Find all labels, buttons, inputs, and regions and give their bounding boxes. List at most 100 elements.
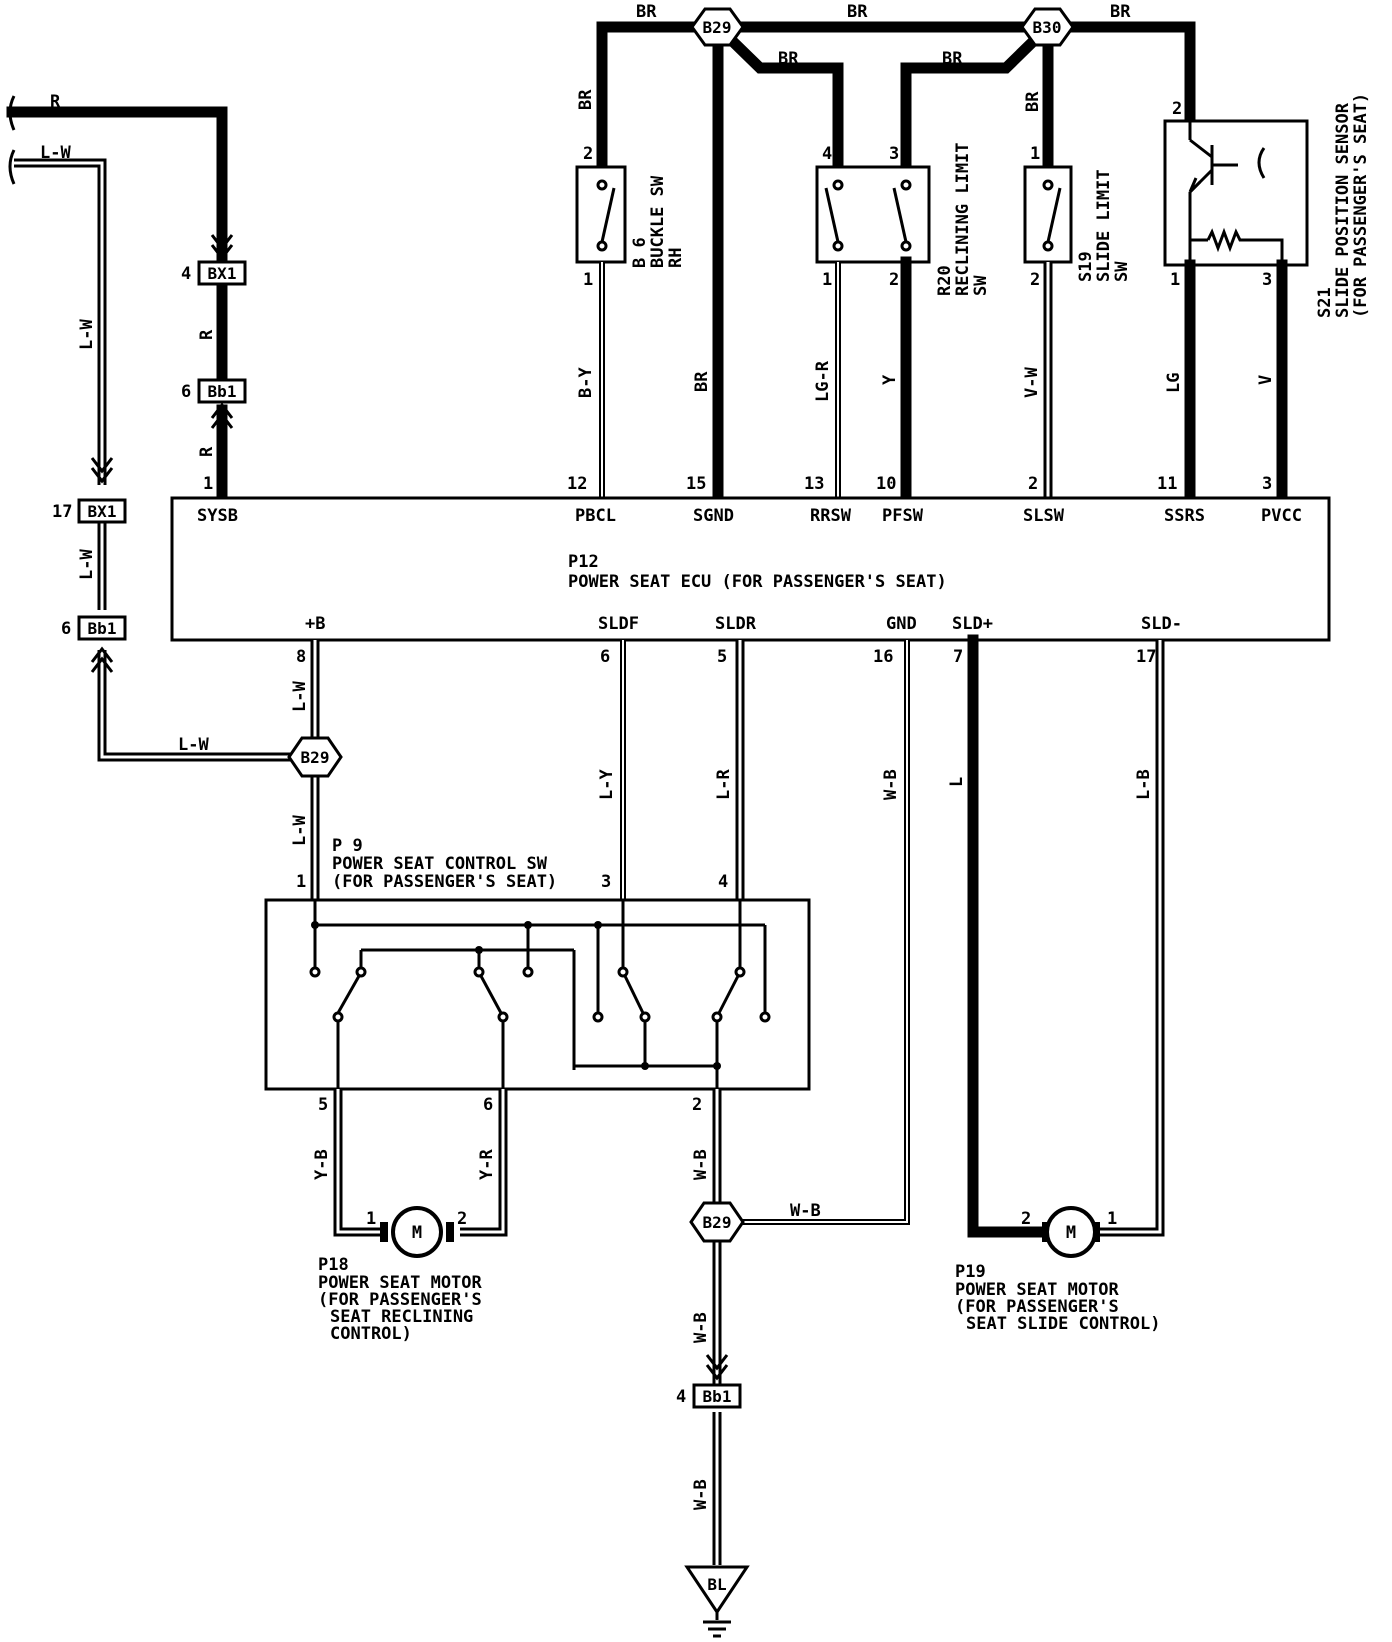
wire-label-r-3: R xyxy=(197,446,217,457)
svg-text:5: 5 xyxy=(717,647,727,667)
junction-b29-bottom: B29 xyxy=(689,1201,745,1243)
wire-label-y: Y xyxy=(880,374,900,385)
ecu-p12 xyxy=(170,496,1331,642)
junction-b30: B30 xyxy=(1020,7,1075,47)
p9-pin-4: 4 xyxy=(718,872,728,892)
wire-label-v: V xyxy=(1256,375,1276,385)
plug-arrow-4 xyxy=(90,646,114,673)
s21-line2: (FOR PASSENGER'S SEAT) xyxy=(1351,93,1371,318)
svg-text:4: 4 xyxy=(676,1387,686,1407)
reclining-limit-switch-r20: 4 3 1 2 xyxy=(815,144,931,290)
p9-pin-1: 1 xyxy=(296,872,306,892)
p19-id: P19 xyxy=(955,1262,986,1282)
wire-yr xyxy=(460,1089,508,1237)
svg-text:8: 8 xyxy=(296,647,306,667)
wire-label-lw-1: L-W xyxy=(40,143,71,163)
svg-text:PVCC: PVCC xyxy=(1261,506,1302,526)
wire-label-wb-1: W-B xyxy=(881,769,901,800)
s19-line2: SW xyxy=(1112,261,1132,282)
wire-label-r-2: R xyxy=(197,329,217,340)
wire-label-br-6: BR xyxy=(576,89,596,110)
svg-text:Bb1: Bb1 xyxy=(703,1387,732,1406)
connector-bb1-lw: Bb1 6 xyxy=(61,615,127,641)
wire-l xyxy=(967,634,1056,1238)
svg-text:B29: B29 xyxy=(703,1213,732,1232)
p9-pin-5: 5 xyxy=(318,1095,328,1115)
wire-wb-gnd xyxy=(735,640,910,1225)
wire-label-br-4: BR xyxy=(778,49,799,69)
wire-label-yb: Y-B xyxy=(312,1149,332,1180)
svg-text:B29: B29 xyxy=(301,748,330,767)
svg-text:SLD+: SLD+ xyxy=(952,614,993,634)
svg-text:SLDF: SLDF xyxy=(598,614,639,634)
wire-label-vw: V-W xyxy=(1022,367,1042,398)
svg-text:1: 1 xyxy=(203,474,213,494)
wire-label-lw-5: L-W xyxy=(290,681,310,712)
svg-text:10: 10 xyxy=(876,474,896,494)
svg-text:SGND: SGND xyxy=(693,506,734,526)
svg-text:1: 1 xyxy=(1170,270,1180,290)
p18-line1: POWER SEAT MOTOR xyxy=(318,1273,483,1293)
p9-pin-6: 6 xyxy=(483,1095,493,1115)
svg-text:B30: B30 xyxy=(1033,18,1062,37)
plug-arrow-3 xyxy=(90,457,114,484)
wire-label-lw-2: L-W xyxy=(77,319,97,350)
svg-text:6: 6 xyxy=(181,382,191,402)
svg-text:SSRS: SSRS xyxy=(1164,506,1205,526)
svg-text:GND: GND xyxy=(886,614,917,634)
svg-text:4: 4 xyxy=(181,264,191,284)
svg-text:1: 1 xyxy=(366,1209,376,1229)
wire-label-lgr: LG-R xyxy=(813,360,833,402)
wire-label-wb-5: W-B xyxy=(691,1479,711,1510)
wire-label-lb: L-B xyxy=(1134,769,1154,800)
wire-label-ly: L-Y xyxy=(597,769,617,800)
p19-line2: (FOR PASSENGER'S xyxy=(955,1297,1119,1317)
wire-label-wb-4: W-B xyxy=(691,1312,711,1343)
svg-text:17: 17 xyxy=(52,502,72,522)
svg-text:6: 6 xyxy=(600,647,610,667)
svg-text:2: 2 xyxy=(1028,474,1038,494)
svg-text:2: 2 xyxy=(457,1209,467,1229)
svg-text:17: 17 xyxy=(1136,647,1156,667)
motor-p18: M 1 2 xyxy=(366,1206,467,1258)
p9-pin-2: 2 xyxy=(692,1095,702,1115)
wire-label-yr: Y-R xyxy=(477,1149,497,1180)
wire-label-br-5: BR xyxy=(942,49,963,69)
s19-id: S19 xyxy=(1076,251,1096,282)
svg-text:PFSW: PFSW xyxy=(882,506,924,526)
slide-position-sensor-s21: 2 1 3 xyxy=(1163,99,1309,290)
p9-line2: (FOR PASSENGER'S SEAT) xyxy=(332,872,557,892)
wire-label-wb-3: W-B xyxy=(691,1149,711,1180)
slide-limit-switch-s19: 1 2 xyxy=(1023,144,1073,290)
junction-b29-mid: B29 xyxy=(287,736,343,778)
plug-arrow-1 xyxy=(210,234,234,261)
r20-id: R20 xyxy=(935,265,955,296)
svg-text:BL: BL xyxy=(707,1575,726,1594)
svg-text:13: 13 xyxy=(804,474,824,494)
ecu-top-terminals: 1 SYSB 12 PBCL 15 SGND 13 RRSW 10 PFSW 2… xyxy=(197,474,1302,526)
svg-text:3: 3 xyxy=(1262,270,1272,290)
svg-text:3: 3 xyxy=(889,144,899,164)
svg-text:1: 1 xyxy=(1030,144,1040,164)
motor-p19: M 2 1 xyxy=(1021,1206,1117,1258)
junction-b29-top: B29 xyxy=(690,7,745,47)
wire-label-lw-6: L-W xyxy=(290,815,310,846)
b6-line1: BUCKLE SW xyxy=(648,175,668,268)
s19-line1: SLIDE LIMIT xyxy=(1094,169,1114,282)
r20-line2: SW xyxy=(971,275,991,296)
svg-text:SLD-: SLD- xyxy=(1141,614,1182,634)
svg-text:15: 15 xyxy=(686,474,706,494)
wire-break-r xyxy=(8,95,16,131)
svg-text:B29: B29 xyxy=(703,18,732,37)
wire-label-l: L xyxy=(947,777,967,787)
p18-line2: (FOR PASSENGER'S xyxy=(318,1290,482,1310)
svg-text:M: M xyxy=(1066,1223,1076,1243)
wire-label-r-1: R xyxy=(50,92,61,112)
ground-bl: BL xyxy=(684,1565,750,1638)
p9-pin-3: 3 xyxy=(601,872,611,892)
plug-arrow-2 xyxy=(210,402,234,429)
wire-label-br-3: BR xyxy=(1110,2,1131,22)
connector-bb1-ground: Bb1 4 xyxy=(676,1383,742,1409)
svg-text:16: 16 xyxy=(873,647,893,667)
